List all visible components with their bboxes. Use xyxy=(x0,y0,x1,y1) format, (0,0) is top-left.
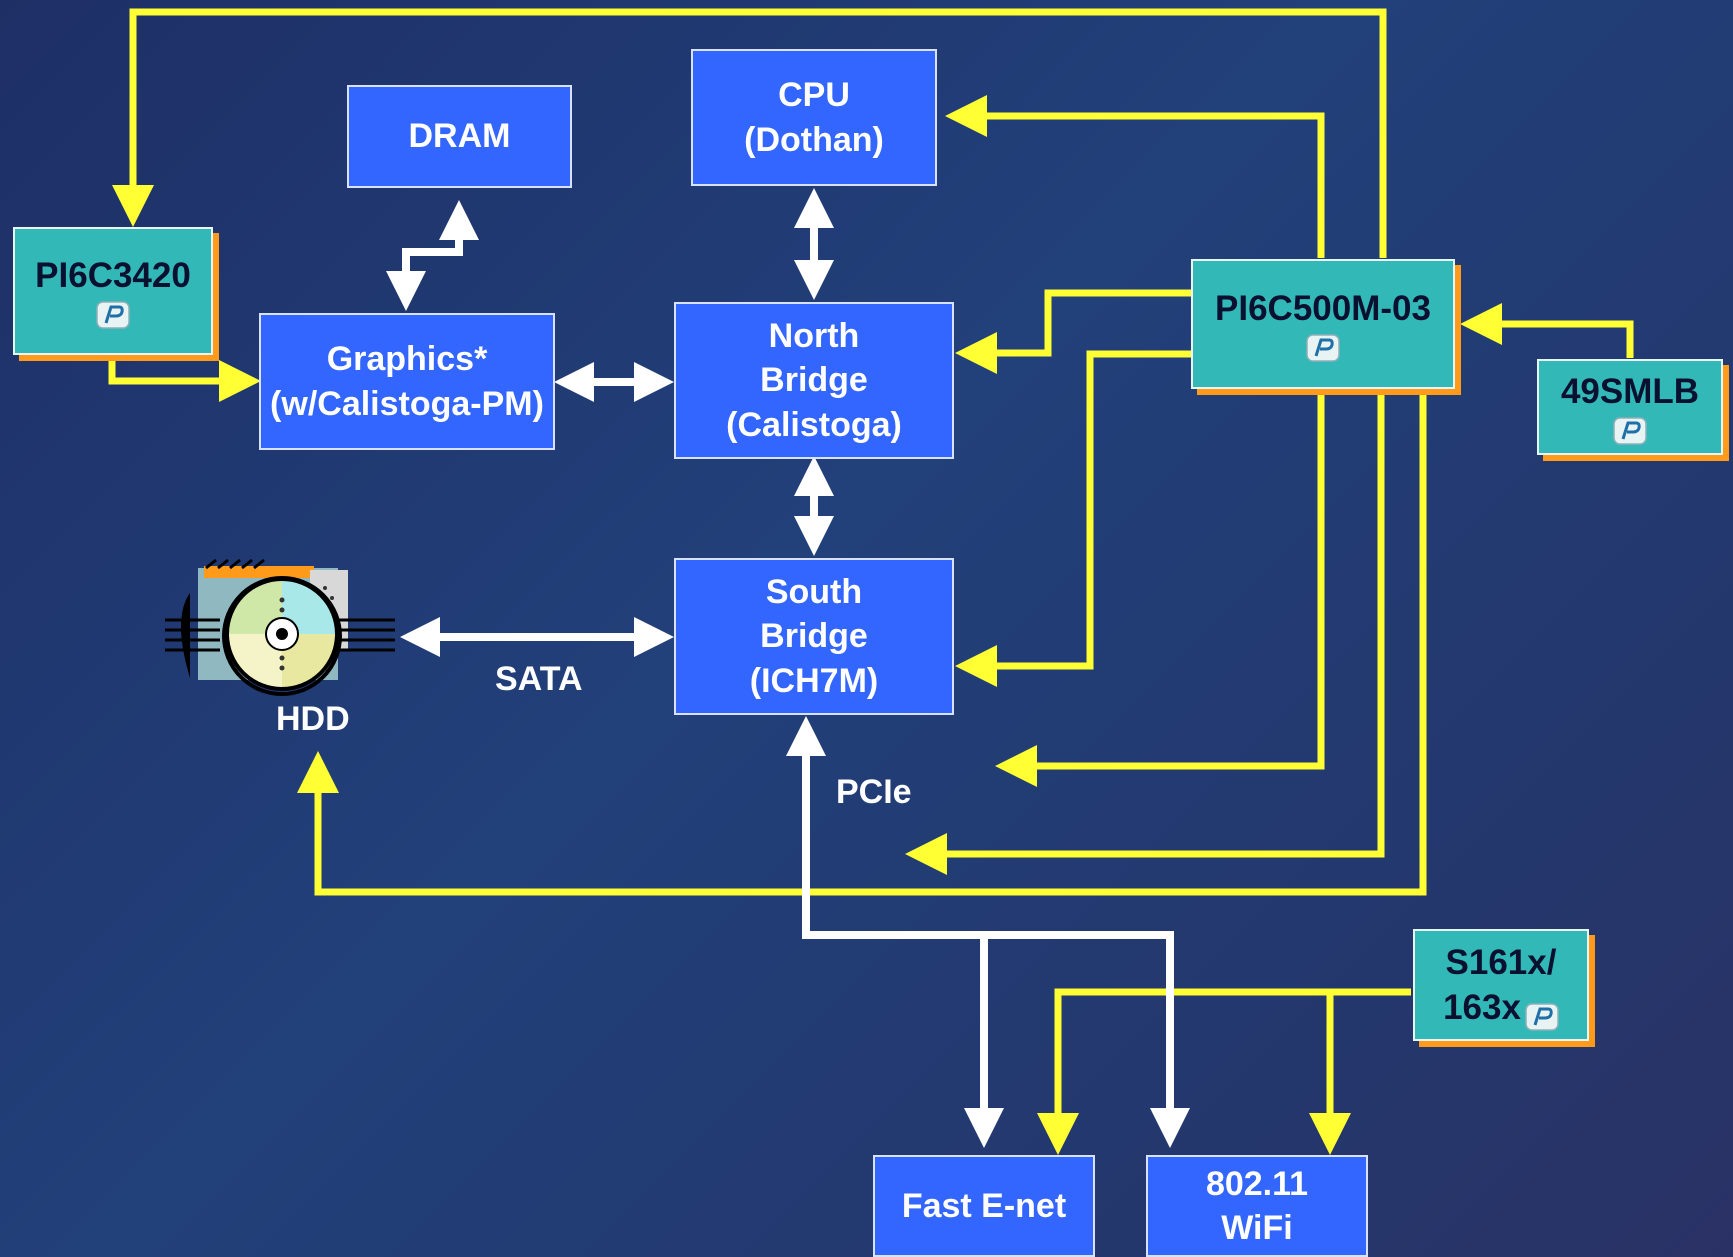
link-dram-graphics xyxy=(386,200,479,311)
north-bridge-box: North Bridge (Calistoga) xyxy=(674,302,954,459)
pericom-logo-icon xyxy=(1306,334,1340,362)
hard-disk-clipart-icon xyxy=(165,558,395,696)
north-bridge-line1: North xyxy=(768,317,860,356)
s161x-line1: S161x/ xyxy=(1445,942,1557,982)
north-bridge-line3: (Calistoga) xyxy=(726,405,902,444)
fast-enet-box: Fast E-net xyxy=(873,1155,1095,1257)
pi6c3420-label: PI6C3420 xyxy=(35,256,191,296)
pericom-logo-icon xyxy=(96,301,130,329)
s161x-chip: S161x/ 163x xyxy=(1413,929,1589,1041)
pi6c500m-label: PI6C500M-03 xyxy=(1215,289,1431,329)
south-bridge-box: South Bridge (ICH7M) xyxy=(674,558,954,715)
graphics-box: Graphics* (w/Calistoga-PM) xyxy=(259,313,555,450)
pericom-logo-icon xyxy=(1613,417,1647,445)
wifi-line1: 802.11 xyxy=(1205,1164,1309,1203)
link-pcie-wifi xyxy=(984,931,1190,1148)
wifi-box: 802.11 WiFi xyxy=(1146,1155,1368,1257)
clock-line-to-cpu xyxy=(945,95,1325,258)
fast-enet-label: Fast E-net xyxy=(901,1186,1067,1225)
clock-line-to-graphics xyxy=(108,356,261,402)
49smlb-chip: 49SMLB xyxy=(1537,359,1723,455)
s161x-line2-row: 163x xyxy=(1443,985,1559,1031)
clock-line-to-north-bridge xyxy=(955,289,1193,374)
pi6c3420-chip: PI6C3420 xyxy=(13,227,213,355)
clock-line-to-fast-enet xyxy=(1037,988,1411,1155)
north-bridge-line2: Bridge xyxy=(760,361,868,400)
clock-line-to-pi6c3420 xyxy=(112,8,1387,258)
south-bridge-line3: (ICH7M) xyxy=(749,661,879,700)
s161x-line2: 163x xyxy=(1443,988,1521,1027)
graphics-line2: (w/Calistoga-PM) xyxy=(270,384,544,423)
clock-line-open-1 xyxy=(995,390,1325,787)
clock-line-open-2 xyxy=(905,390,1385,875)
49smlb-label: 49SMLB xyxy=(1560,372,1700,412)
cpu-label: CPU xyxy=(778,76,850,115)
pericom-logo-icon xyxy=(1525,1002,1559,1031)
south-bridge-line2: Bridge xyxy=(760,617,868,656)
clock-line-to-south-bridge xyxy=(955,350,1193,687)
cpu-box: CPU (Dothan) xyxy=(691,49,937,186)
dram-box: DRAM xyxy=(347,85,572,188)
sata-label: SATA xyxy=(495,660,583,698)
clock-line-from-49smlb xyxy=(1460,303,1634,358)
link-pcie-fast-enet xyxy=(786,716,1004,1148)
dram-label: DRAM xyxy=(408,117,511,156)
cpu-model: (Dothan) xyxy=(744,120,884,159)
south-bridge-line1: South xyxy=(765,573,863,612)
pcie-label: PCIe xyxy=(836,773,912,811)
hdd-label: HDD xyxy=(276,700,350,738)
pi6c500m-chip: PI6C500M-03 xyxy=(1191,259,1455,389)
wifi-line2: WiFi xyxy=(1221,1209,1293,1247)
graphics-line1: Graphics* xyxy=(326,340,488,379)
